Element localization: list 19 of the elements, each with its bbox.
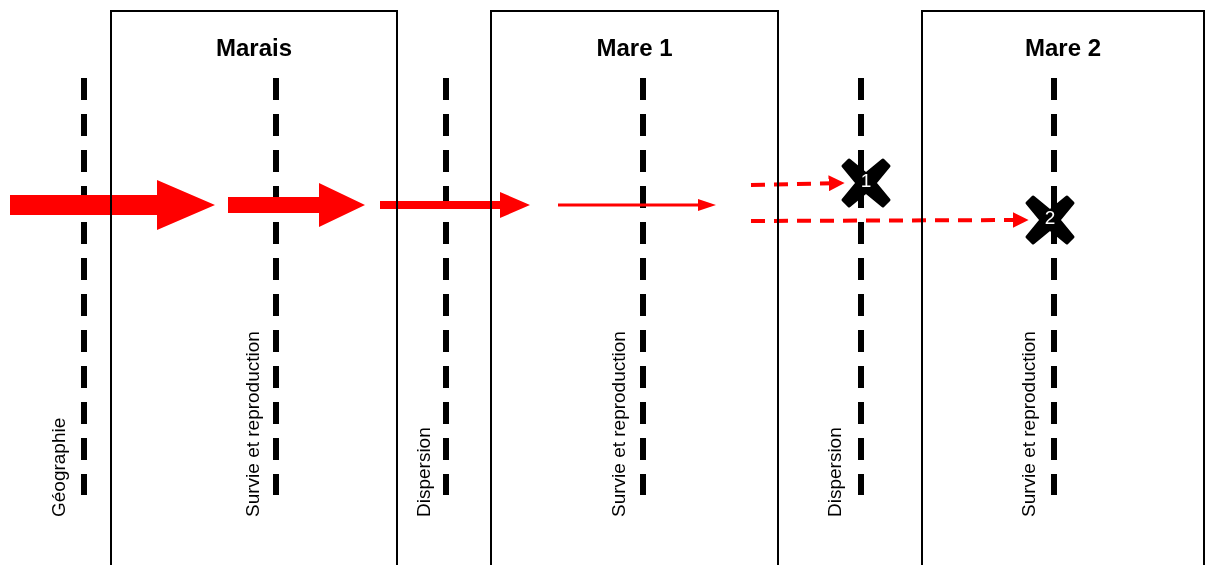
arrow [751,212,1029,229]
stage-label: Survie et reproduction [608,331,630,517]
habitat-title: Marais [214,34,293,62]
habitat-box [921,10,1205,565]
habitat-box [490,10,779,565]
stage-label: Dispersion [824,427,846,517]
stage-label: Survie et reproduction [242,331,264,517]
block-arrow [380,192,530,218]
stage-label: Dispersion [413,427,435,517]
stage-label: Survie et reproduction [1018,331,1040,517]
marker-number: 1 [859,170,873,192]
arrow [750,175,845,192]
habitat-title: Mare 1 [595,34,674,62]
habitat-box [110,10,398,565]
habitat-title: Mare 2 [1023,34,1102,62]
cross-mark [1023,193,1077,247]
cross-mark [839,156,893,210]
stage-label: Géographie [48,417,70,517]
marker-number: 2 [1043,207,1057,229]
